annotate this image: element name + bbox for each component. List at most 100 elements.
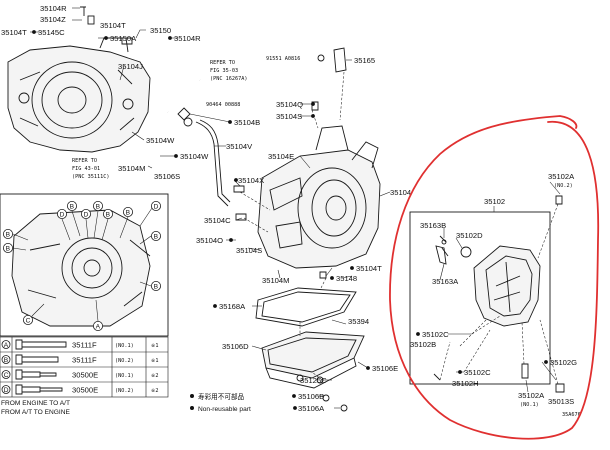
label-35150: 35150: [150, 26, 171, 35]
label-35104b: 35104B: [234, 118, 260, 127]
bolt-table: A 35111F (NO.1) ※1 B 35111F (NO.2) ※1 C …: [0, 336, 169, 398]
svg-text:D: D: [60, 212, 65, 219]
label-bullets: [32, 30, 548, 410]
converter-housing-drawing: [257, 125, 381, 269]
label-35106e: 35106E: [372, 364, 398, 373]
label-35102c-b: 35102C: [464, 368, 491, 377]
label-35165: 35165: [354, 56, 375, 65]
marker-b-3: B: [103, 208, 114, 219]
label-35106b: 35106B: [298, 392, 324, 401]
label-35145c: 35145C: [38, 28, 65, 37]
label-35104m-low: 35104M: [262, 276, 289, 285]
red-annotation-circle: [389, 115, 600, 440]
label-35104w-left: 35104W: [146, 136, 175, 145]
label-35104z: 35104Z: [40, 15, 66, 24]
inset-bolt-markers: B B D D B B D B B B B C A: [3, 200, 161, 331]
bolt-part-d: 30500E: [72, 386, 98, 395]
bolt-row-c: C 30500E (NO.1) ※2: [1, 369, 158, 380]
leader-lines: [30, 7, 561, 409]
label-35102c-a: 35102C: [422, 330, 449, 339]
label-35104c: 35104C: [204, 216, 231, 225]
bolt-qty-b: ※1: [151, 358, 158, 364]
bolt-qty-c: ※2: [151, 373, 158, 379]
bolt-no-b: (NO.2): [115, 358, 134, 364]
marker-b-7: B: [150, 230, 161, 241]
note-from-at: FROM A/T TO ENGINE: [1, 409, 70, 416]
bolt-location-inset: [0, 193, 169, 337]
marker-d-1: D: [57, 208, 68, 219]
refer-2-line-3: (PNC 35111C): [72, 174, 109, 180]
label-35104x: 35104X: [238, 176, 264, 185]
label-35102d: 35102D: [456, 231, 483, 240]
side-cover-drawing: [409, 211, 551, 385]
label-35150a: 35150A: [110, 34, 137, 43]
label-35104s-low: 35104S: [236, 246, 262, 255]
refer-2-line-1: REFER TO: [72, 158, 97, 164]
label-35013s: 35013S: [548, 397, 574, 406]
label-35163a: 35163A: [432, 277, 459, 286]
label-35106d: 35106D: [222, 342, 249, 351]
figure-code: 35A676: [562, 412, 581, 418]
svg-text:B: B: [6, 246, 11, 253]
marker-d-3: D: [150, 200, 161, 211]
label-35102a-bot-no: (NO.1): [520, 402, 539, 408]
label-35104m-left: 35104M: [118, 164, 145, 173]
transaxle-case-drawing: [7, 37, 151, 153]
bolt-part-c: 30500E: [72, 371, 98, 380]
bolt-row-b: B 35111F (NO.2) ※1: [1, 354, 158, 365]
bolt-mark-d: D: [4, 387, 9, 394]
bolt-row-d: D 30500E (NO.2) ※2: [1, 384, 158, 395]
label-35102a-top: 35102A: [548, 172, 575, 181]
label-35102: 35102: [484, 197, 505, 206]
marker-b-1: B: [67, 200, 78, 211]
svg-text:B: B: [6, 232, 11, 239]
label-35168a: 35168A: [219, 302, 246, 311]
label-35148: 35148: [336, 274, 357, 283]
label-91551-a0816: 91551 A0816: [266, 56, 300, 62]
label-35104t-mid: 35104T: [100, 21, 126, 30]
oil-pan-drawing: [261, 331, 365, 389]
bolt-no-d: (NO.2): [115, 388, 134, 394]
marker-b-8: B: [150, 280, 161, 291]
marker-d-2: D: [81, 208, 92, 219]
label-35104j: 35104J: [118, 62, 143, 71]
svg-text:B: B: [154, 234, 159, 241]
hardware-icons: [80, 6, 565, 412]
oil-pan-gasket-drawing: [255, 287, 357, 327]
legend-japanese: 寿彩用不可部品: [198, 392, 245, 401]
oil-level-tube-drawing: [183, 117, 231, 207]
marker-c-1: C: [22, 314, 33, 325]
refer-1-line-3: (PNC 16267A): [210, 76, 247, 82]
label-35106a: 35106A: [298, 404, 325, 413]
label-35104r-top: 35104R: [40, 4, 67, 13]
label-35394: 35394: [348, 317, 369, 326]
bolt-qty-d: ※2: [151, 388, 158, 394]
bolt-part-b: 35111F: [72, 356, 97, 365]
bolt-qty-a: ※1: [151, 343, 158, 349]
label-35104r-mid: 35104R: [174, 34, 201, 43]
svg-text:D: D: [84, 212, 89, 219]
label-35163b: 35163B: [420, 221, 446, 230]
bolt-mark-b: B: [4, 357, 9, 364]
label-35102g: 35102G: [550, 358, 577, 367]
label-35104-right: 35104: [390, 188, 411, 197]
label-35102a-top-no: (NO.2): [554, 183, 573, 189]
label-35104v: 35104V: [226, 142, 253, 151]
bolt-part-a: 35111F: [72, 341, 97, 350]
label-35104e: 35104E: [268, 152, 294, 161]
refer-1-line-1: REFER TO: [210, 60, 235, 66]
label-35104t-left: 35104T: [1, 28, 27, 37]
label-35106s: 35106S: [154, 172, 180, 181]
svg-text:C: C: [26, 318, 31, 325]
note-from-engine: FROM ENGINE TO A/T: [1, 400, 70, 407]
label-35102b: 35102B: [410, 340, 436, 349]
marker-a-1: A: [93, 320, 104, 331]
marker-b-5: B: [3, 228, 13, 239]
bolt-row-a: A 35111F (NO.1) ※1: [1, 339, 158, 350]
refer-2-line-2: FIG 43-01: [72, 166, 100, 172]
label-90464-00888: 90464 00888: [206, 102, 240, 108]
svg-text:B: B: [106, 212, 111, 219]
svg-text:B: B: [96, 204, 101, 211]
